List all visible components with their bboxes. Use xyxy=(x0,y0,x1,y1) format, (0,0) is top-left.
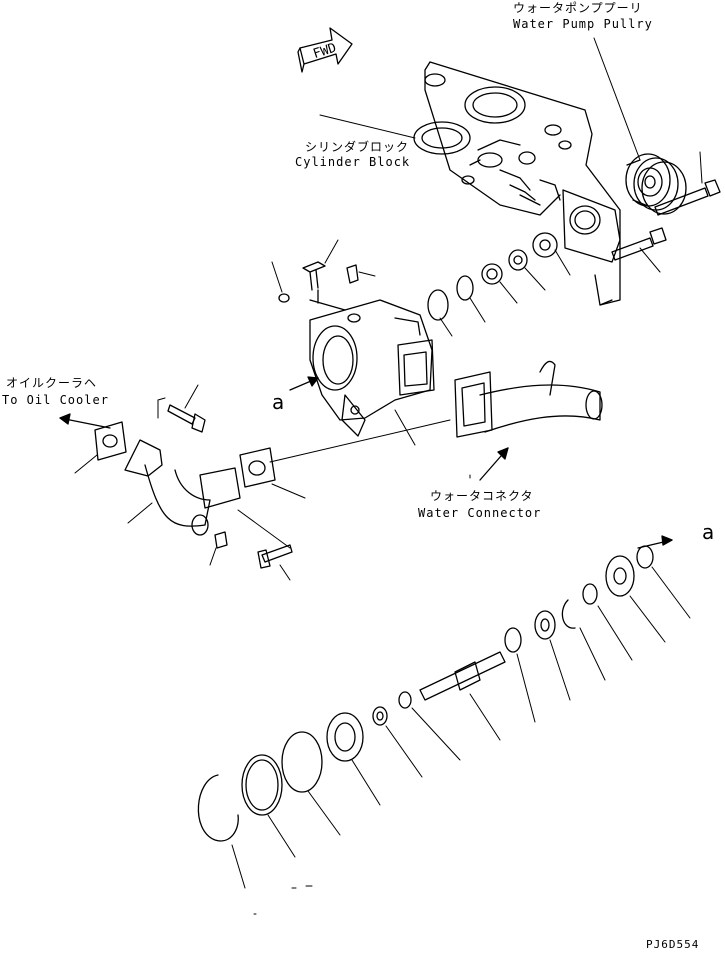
block-label-en: Cylinder Block xyxy=(295,155,411,169)
block-label-jp: シリンダブロック xyxy=(305,140,410,154)
oil-pipe-bolts xyxy=(168,405,292,568)
plate-bolt xyxy=(612,228,666,260)
reference-arrows xyxy=(60,377,672,548)
pulley-label-jp: ウォータポンププーリ xyxy=(513,1,643,15)
connector-label-jp: ウォータコネクタ xyxy=(430,489,534,503)
thermo-fittings xyxy=(279,262,358,310)
pulley-bolt xyxy=(655,180,720,215)
fwd-arrow: FWD xyxy=(298,28,352,72)
leader-lines xyxy=(75,38,702,888)
oil-cooler-label-en: To Oil Cooler xyxy=(2,393,109,407)
stray-marks xyxy=(254,886,312,914)
fwd-text: FWD xyxy=(311,41,338,63)
shaft-assembly xyxy=(198,546,653,841)
connector-label-en: Water Connector xyxy=(418,506,542,520)
pulley-label-en: Water Pump Pullry xyxy=(513,17,653,31)
oil-cooler-label-jp: オイルクーラヘ xyxy=(6,376,98,390)
upper-bearings xyxy=(428,233,557,320)
water-pump-housing xyxy=(310,300,434,436)
water-connector xyxy=(455,361,602,437)
cylinder-block xyxy=(414,62,620,305)
ref-a-left: a xyxy=(272,390,285,414)
ref-a-right: a xyxy=(702,520,715,544)
drawing-code: PJ6D554 xyxy=(646,938,700,951)
oil-cooler-pipe xyxy=(95,422,275,548)
water-pump-pulley xyxy=(626,154,686,214)
